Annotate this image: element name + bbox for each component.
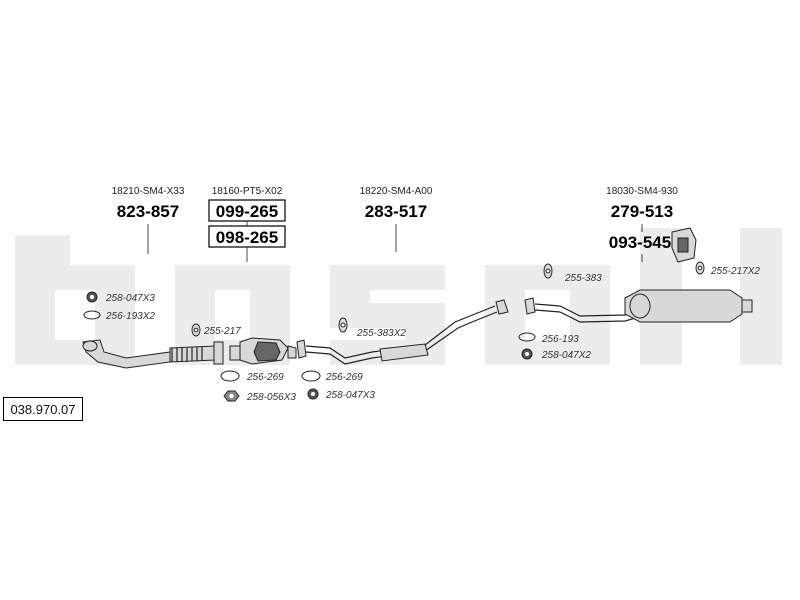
rubber-hanger-icon (543, 263, 553, 279)
middle-pipe-part[interactable] (296, 299, 509, 365)
diagram-code-label: 038.970.07 (3, 397, 83, 421)
assembly-front-pipe[interactable]: 18210-SM4-X33 823-857 (112, 186, 185, 254)
fitting-code[interactable]: 255-217X2 (710, 266, 760, 277)
fitting-code[interactable]: 256-193X2 (105, 311, 155, 322)
front-pipe-part[interactable] (82, 339, 224, 369)
rear-silencer-part[interactable] (524, 289, 753, 323)
part-ref-label: 18030-SM4-930 (606, 186, 678, 197)
gasket-ring-icon (518, 332, 536, 342)
bosal-watermark-logo (15, 228, 782, 365)
rubber-hanger-icon (338, 317, 348, 333)
part-ref-label: 18220-SM4-A00 (360, 186, 433, 197)
fitting-code[interactable]: 258-056X3 (246, 392, 296, 403)
nut-icon (307, 388, 319, 400)
fitting-code[interactable]: 255-383 (564, 273, 602, 284)
mounting-bracket-part[interactable] (671, 227, 697, 263)
fitting-icons (83, 261, 705, 402)
nut-icon (521, 348, 533, 360)
fitting-code[interactable]: 258-047X2 (541, 350, 591, 361)
part-number: 279-513 (611, 202, 673, 221)
fitting-code[interactable]: 256-269 (246, 372, 284, 383)
rubber-hanger-icon (695, 261, 705, 275)
gasket-ring-icon (83, 310, 101, 320)
fitting-code[interactable]: 256-193 (541, 334, 579, 345)
fitting-labels: 258-047X3 256-193X2 255-217 256-269 258-… (105, 266, 760, 403)
part-ref-label: 18210-SM4-X33 (112, 186, 185, 197)
assembly-catalytic-converter[interactable]: 18160-PT5-X02 099-265 098-265 (208, 186, 286, 262)
part-number: 099-265 (216, 202, 278, 221)
rubber-hanger-icon (191, 323, 201, 337)
assembly-middle-pipe[interactable]: 18220-SM4-A00 283-517 (360, 186, 433, 252)
gasket-ring-icon (220, 370, 240, 382)
fitting-code[interactable]: 256-269 (325, 372, 363, 383)
part-number: 283-517 (365, 202, 427, 221)
gasket-ring-icon (301, 370, 321, 382)
part-number: 823-857 (117, 202, 179, 221)
part-number: 093-545 (609, 233, 671, 252)
hex-nut-icon (223, 390, 240, 402)
fitting-code[interactable]: 258-047X3 (105, 293, 155, 304)
part-ref-label: 18160-PT5-X02 (212, 186, 283, 197)
catalytic-converter-part[interactable] (229, 337, 297, 365)
assembly-rear-silencer[interactable]: 18030-SM4-930 279-513 093-545 (606, 186, 678, 262)
part-number: 098-265 (216, 228, 278, 247)
fitting-code[interactable]: 255-383X2 (356, 328, 406, 339)
fitting-code[interactable]: 255-217 (203, 326, 241, 337)
fitting-code[interactable]: 258-047X3 (325, 390, 375, 401)
nut-icon (86, 291, 98, 303)
